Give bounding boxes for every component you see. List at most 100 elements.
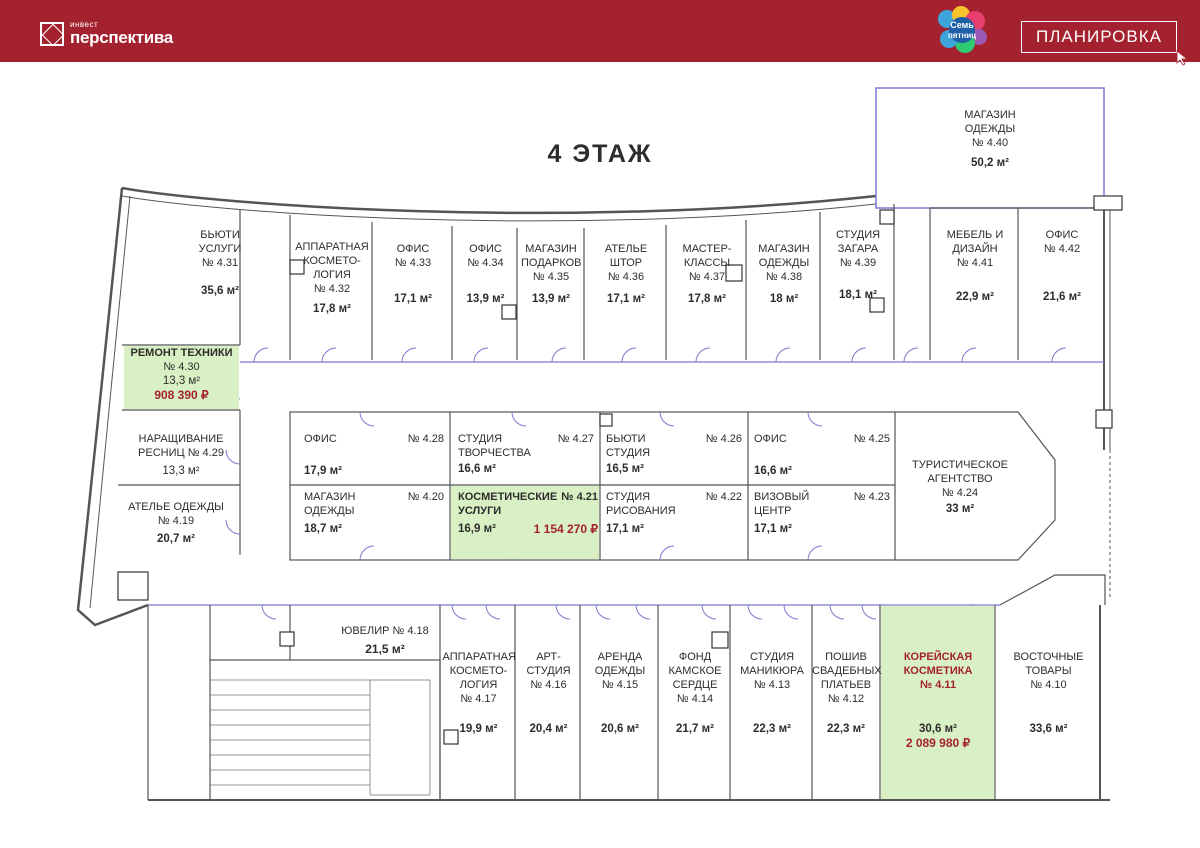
room-4.38[interactable]: МАГАЗИН ОДЕЖДЫ № 4.38 18 м² <box>748 242 820 306</box>
room-number: № 4.39 <box>839 257 877 269</box>
floor-plan-walls <box>76 87 1123 801</box>
room-area: 13,9 м² <box>532 293 570 305</box>
room-4.13[interactable]: СТУДИЯ МАНИКЮРА № 4.13 22,3 м² <box>732 650 812 736</box>
room-name: ОФИС <box>469 243 502 255</box>
room-4.17[interactable]: АППАРАТНАЯ КОСМЕТО-ЛОГИЯ № 4.17 19,9 м² <box>442 650 516 736</box>
room-number: № 4.34 <box>467 257 504 269</box>
room-area: 22,3 м² <box>827 723 865 735</box>
room-area: 17,1 м² <box>394 293 432 305</box>
room-4.10[interactable]: ВОСТОЧНЫЕ ТОВАРЫ № 4.10 33,6 м² <box>997 650 1100 736</box>
room-name: МАГАЗИН ОДЕЖДЫ <box>758 243 810 269</box>
room-area: 16,6 м² <box>458 463 496 475</box>
room-area: 18,1 м² <box>839 289 877 301</box>
company-logo[interactable]: инвест перспектива <box>40 18 173 50</box>
room-name: СТУДИЯ ТВОРЧЕСТВА <box>458 433 531 459</box>
room-number: № 4.11 <box>919 679 957 691</box>
room-4.39[interactable]: СТУДИЯ ЗАГАРА № 4.39 18,1 м² <box>822 228 894 302</box>
room-name: БЬЮТИ УСЛУГИ <box>198 229 242 255</box>
room-4.18[interactable]: ЮВЕЛИР № 4.18 21,5 м² <box>330 624 440 656</box>
room-4.15[interactable]: АРЕНДА ОДЕЖДЫ № 4.15 20,6 м² <box>582 650 658 736</box>
room-number: № 4.17 <box>460 693 497 705</box>
room-area: 18,7 м² <box>304 523 342 535</box>
logo-icon <box>40 22 64 46</box>
room-number: № 4.23 <box>853 491 890 503</box>
room-name: СТУДИЯ МАНИКЮРА <box>740 651 804 677</box>
room-4.12[interactable]: ПОШИВ СВАДЕБНЫХ ПЛАТЬЕВ № 4.12 22,3 м² <box>812 650 882 736</box>
room-4.30[interactable]: РЕМОНТ ТЕХНИКИ № 4.30 13,3 м² 908 390 ₽ <box>124 346 239 402</box>
room-area: 17,1 м² <box>607 293 645 305</box>
room-area: 18 м² <box>769 293 799 305</box>
room-area: 21,6 м² <box>1043 291 1081 303</box>
room-name: АТЕЛЬЕ ОДЕЖДЫ <box>128 501 224 513</box>
room-area: 20,7 м² <box>157 533 195 545</box>
room-area: 19,9 м² <box>459 723 498 735</box>
room-area: 50,2 м² <box>971 157 1009 169</box>
room-number: № 4.30 <box>163 361 200 373</box>
room-number: № 4.12 <box>827 693 865 705</box>
room-4.27[interactable]: СТУДИЯ ТВОРЧЕСТВА № 4.27 16,6 м² <box>458 432 594 476</box>
room-number: № 4.37 <box>688 271 726 283</box>
room-name: АТЕЛЬЕ ШТОР <box>604 243 648 269</box>
room-name: ЮВЕЛИР № 4.18 <box>341 625 429 637</box>
room-4.37[interactable]: МАСТЕР-КЛАССЫ № 4.37 17,8 м² <box>668 242 746 306</box>
room-4.33[interactable]: ОФИС № 4.33 17,1 м² <box>374 242 452 306</box>
room-name: ОФИС <box>304 433 337 445</box>
room-4.36[interactable]: АТЕЛЬЕ ШТОР № 4.36 17,1 м² <box>586 242 666 306</box>
room-name: АРЕНДА ОДЕЖДЫ <box>594 651 646 677</box>
room-4.40[interactable]: МАГАЗИН ОДЕЖДЫ № 4.40 50,2 м² <box>930 108 1050 170</box>
logo-small-text: инвест <box>70 20 99 29</box>
room-area: 22,3 м² <box>753 723 791 735</box>
room-number: № 4.40 <box>971 137 1009 149</box>
cursor-icon <box>1176 50 1189 66</box>
room-number: № 4.16 <box>530 679 567 691</box>
room-number: № 4.24 <box>941 487 979 499</box>
room-number: № 4.13 <box>753 679 791 691</box>
room-4.41[interactable]: МЕБЕЛЬ И ДИЗАЙН № 4.41 22,9 м² <box>932 228 1018 304</box>
room-4.25[interactable]: ОФИС № 4.25 16,6 м² <box>754 432 890 478</box>
room-4.14[interactable]: ФОНД КАМСКОЕ СЕРДЦЕ № 4.14 21,7 м² <box>660 650 730 736</box>
room-price: 908 390 ₽ <box>154 388 209 402</box>
brand-logo[interactable]: Семь пятниц <box>935 5 989 57</box>
room-number: № 4.26 <box>705 433 742 445</box>
room-area: 21,5 м² <box>365 642 405 656</box>
room-4.26[interactable]: БЬЮТИ СТУДИЯ № 4.26 16,5 м² <box>606 432 742 476</box>
room-4.11[interactable]: КОРЕЙСКАЯ КОСМЕТИКА № 4.11 30,6 м² 2 089… <box>882 650 994 750</box>
room-area: 20,4 м² <box>529 723 568 735</box>
room-area: 30,6 м² <box>919 723 957 735</box>
room-4.29[interactable]: НАРАЩИВАНИЕ РЕСНИЦ № 4.29 13,3 м² <box>122 432 240 478</box>
room-4.19[interactable]: АТЕЛЬЕ ОДЕЖДЫ № 4.19 20,7 м² <box>112 500 240 546</box>
room-name: СТУДИЯ ЗАГАРА <box>835 229 881 255</box>
room-name: МЕБЕЛЬ И ДИЗАЙН <box>946 229 1004 255</box>
room-area: 16,5 м² <box>606 463 644 475</box>
room-name: МАГАЗИН ОДЕЖДЫ <box>964 109 1016 135</box>
room-4.24[interactable]: ТУРИСТИЧЕСКОЕ АГЕНТСТВО № 4.24 33 м² <box>900 458 1020 516</box>
plan-button[interactable]: ПЛАНИРОВКА <box>1021 21 1177 53</box>
room-number: № 4.36 <box>607 271 645 283</box>
room-price: 2 089 980 ₽ <box>905 736 971 750</box>
room-4.32[interactable]: АППАРАТНАЯ КОСМЕТО-ЛОГИЯ № 4.32 17,8 м² <box>292 240 372 316</box>
room-area: 17,8 м² <box>688 293 726 305</box>
room-area: 13,3 м² <box>162 465 200 477</box>
room-name: ФОНД КАМСКОЕ СЕРДЦЕ <box>668 651 722 691</box>
room-4.42[interactable]: ОФИС № 4.42 21,6 м² <box>1020 228 1104 304</box>
room-4.28[interactable]: ОФИС № 4.28 17,9 м² <box>304 432 444 478</box>
room-area: 33 м² <box>945 503 975 515</box>
room-name: КОСМЕТИЧЕСКИЕ УСЛУГИ <box>458 491 558 517</box>
room-4.23[interactable]: ВИЗОВЫЙ ЦЕНТР № 4.23 17,1 м² <box>754 490 890 536</box>
room-area: 17,9 м² <box>304 465 342 477</box>
room-4.20[interactable]: МАГАЗИН ОДЕЖДЫ № 4.20 18,7 м² <box>304 490 444 536</box>
room-4.34[interactable]: ОФИС № 4.34 13,9 м² <box>454 242 517 306</box>
room-number: № 4.28 <box>407 433 444 445</box>
room-4.22[interactable]: СТУДИЯ РИСОВАНИЯ № 4.22 17,1 м² <box>606 490 742 536</box>
room-4.31[interactable]: БЬЮТИ УСЛУГИ № 4.31 35,6 м² <box>150 228 290 298</box>
room-area: 35,6 м² <box>201 285 239 297</box>
room-4.21[interactable]: КОСМЕТИЧЕСКИЕ УСЛУГИ № 4.21 16,9 м² 1 15… <box>458 490 598 536</box>
room-name: ВОСТОЧНЫЕ ТОВАРЫ <box>1013 651 1084 677</box>
header-bar: инвест перспектива Семь пятниц ПЛАНИРОВК… <box>0 0 1200 66</box>
room-4.35[interactable]: МАГАЗИН ПОДАРКОВ № 4.35 13,9 м² <box>517 242 585 306</box>
room-4.16[interactable]: АРТ-СТУДИЯ № 4.16 20,4 м² <box>517 650 580 736</box>
room-name: ОФИС <box>396 243 430 255</box>
room-area: 20,6 м² <box>601 723 639 735</box>
room-name: ОФИС <box>1045 229 1079 241</box>
room-number: № 4.42 <box>1043 243 1081 255</box>
